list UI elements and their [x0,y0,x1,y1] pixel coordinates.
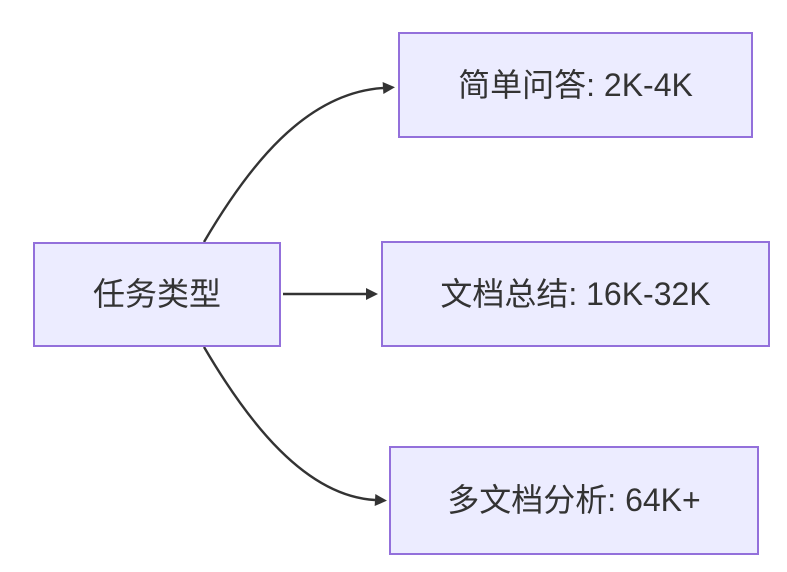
node-doc-summary: 文档总结: 16K-32K [381,241,770,347]
node-doc-summary-label: 文档总结: 16K-32K [440,275,711,312]
edge-task-type-to-multi-doc-analysis [202,346,387,506]
node-task-type: 任务类型 [33,242,281,347]
node-simple-qa: 简单问答: 2K-4K [398,32,753,138]
node-multi-doc-analysis-label: 多文档分析: 64K+ [447,482,701,519]
node-multi-doc-analysis: 多文档分析: 64K+ [389,446,759,555]
node-task-type-label: 任务类型 [92,276,221,313]
edge-task-type-to-simple-qa [202,82,395,243]
node-simple-qa-label: 简单问答: 2K-4K [458,66,693,103]
